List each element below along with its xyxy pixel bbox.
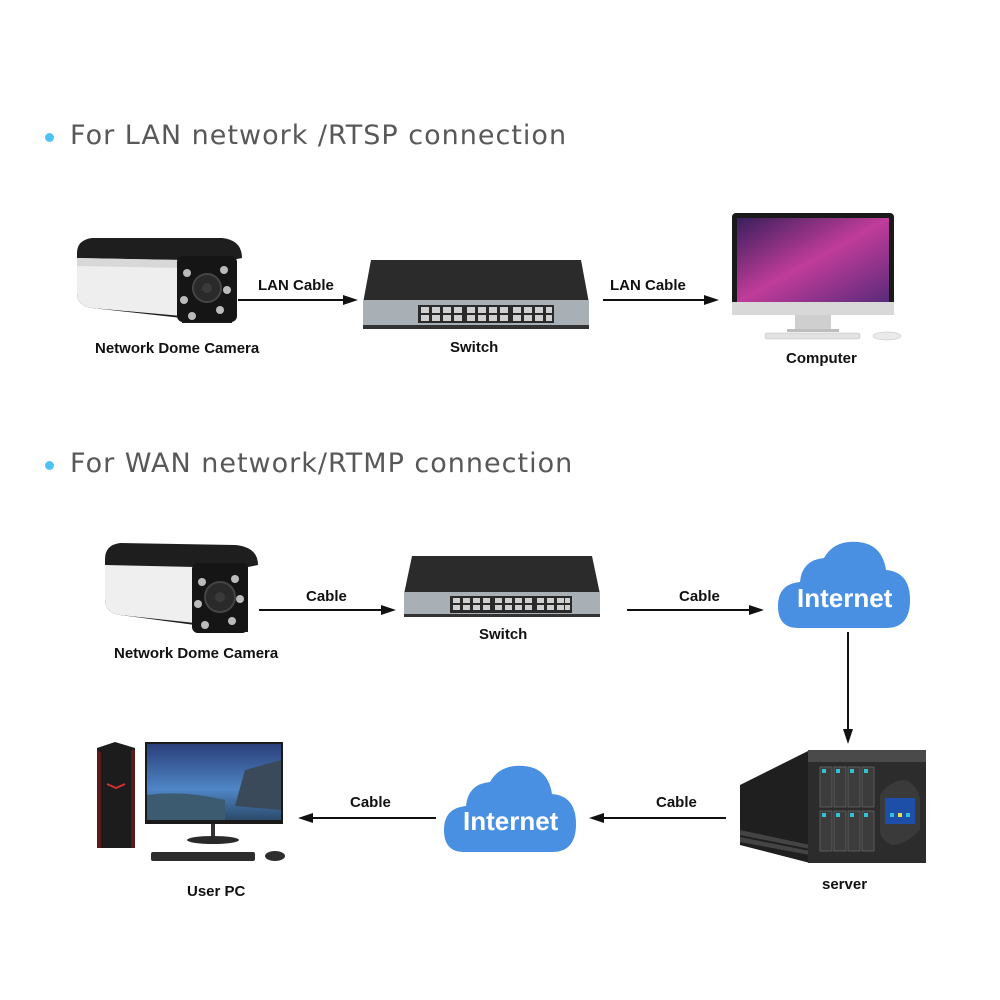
lan-cable-label-1: LAN Cable bbox=[258, 277, 334, 294]
lan-switch-label: Switch bbox=[450, 339, 499, 356]
arrow-right-icon bbox=[603, 295, 719, 305]
bullet-icon bbox=[45, 461, 54, 470]
internet-bottom-label: Internet bbox=[463, 806, 559, 836]
switch-icon bbox=[363, 260, 589, 329]
arrow-left-icon bbox=[589, 813, 726, 823]
internet-cloud-icon bbox=[444, 765, 576, 852]
lan-cable-label-2: LAN Cable bbox=[610, 277, 686, 294]
wan-cable-label-1: Cable bbox=[306, 588, 347, 605]
computer-icon bbox=[732, 213, 902, 341]
wan-switch-label: Switch bbox=[479, 626, 528, 643]
wan-cable-label-2: Cable bbox=[679, 588, 720, 605]
server-label: server bbox=[822, 876, 868, 893]
internet-cloud-icon bbox=[778, 541, 910, 628]
arrow-right-icon bbox=[259, 605, 396, 615]
internet-top-label: Internet bbox=[797, 583, 893, 613]
server-icon bbox=[740, 750, 926, 863]
wan-cable-label-3: Cable bbox=[656, 794, 697, 811]
user-pc-icon bbox=[97, 742, 285, 861]
wan-camera-label: Network Dome Camera bbox=[114, 645, 279, 662]
arrow-left-icon bbox=[298, 813, 436, 823]
wan-section-heading: For WAN network/RTMP connection bbox=[70, 448, 574, 479]
camera-icon bbox=[77, 238, 242, 323]
bullet-icon bbox=[45, 133, 54, 142]
lan-computer-label: Computer bbox=[786, 350, 857, 367]
camera-icon bbox=[105, 543, 258, 633]
wan-cable-label-4: Cable bbox=[350, 794, 391, 811]
user-pc-label: User PC bbox=[187, 883, 246, 900]
arrow-right-icon bbox=[238, 295, 358, 305]
arrow-right-icon bbox=[627, 605, 764, 615]
switch-icon bbox=[404, 556, 600, 617]
arrow-down-icon bbox=[843, 632, 853, 744]
lan-camera-label: Network Dome Camera bbox=[95, 340, 260, 357]
lan-section-heading: For LAN network /RTSP connection bbox=[70, 120, 568, 151]
